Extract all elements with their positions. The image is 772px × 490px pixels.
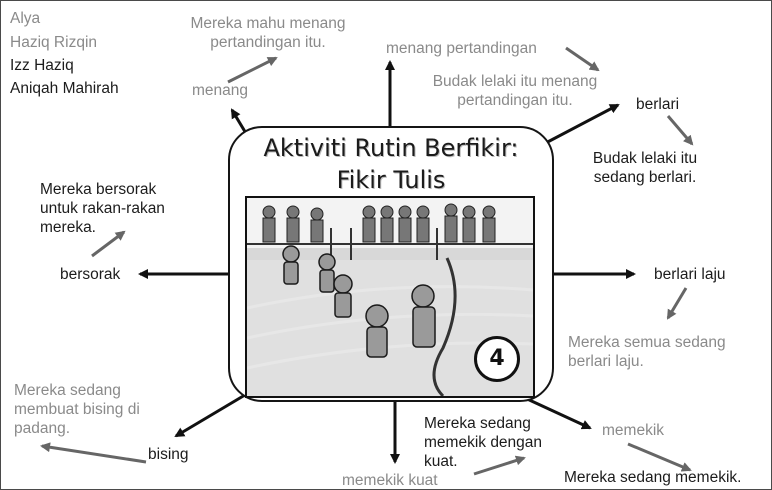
- card-title-line1: Aktiviti Rutin Berfikir:: [263, 134, 519, 162]
- arrow-laju-to-sentence: [666, 287, 688, 320]
- name-haziq-rizqin: Haziq Rizqin: [10, 34, 98, 51]
- arrow-berlari-to-sentence: [666, 115, 694, 146]
- name-alya: Alya: [10, 10, 41, 27]
- word-memekik-kuat: memekik kuat: [342, 472, 438, 489]
- arrow-pertandingan-to-sentence: [565, 46, 600, 72]
- sentence-bising: Mereka sedang membuat bising di padang.: [14, 382, 140, 437]
- word-menang: menang: [192, 82, 249, 99]
- arrow-to-bising: [174, 390, 251, 438]
- card-title-line2: Fikir Tulis: [336, 166, 446, 194]
- sentence-mahu-menang: Mereka mahu menang pertandingan itu.: [190, 15, 346, 51]
- arrow-bising-to-sentence: [40, 442, 147, 464]
- arrow-kuat-to-sentence: [473, 455, 526, 476]
- activity-number-badge: 4: [474, 336, 520, 382]
- name-izz-haziq: Izz Haziq: [10, 57, 74, 74]
- word-menang-pertandingan: menang pertandingan: [386, 40, 537, 57]
- sentence-memekik: Mereka sedang memekik.: [564, 469, 742, 486]
- arrow-bersorak-to-sentence: [91, 230, 126, 258]
- arrow-memekik-to-sentence: [627, 442, 692, 472]
- arrow-to-berlari: [539, 103, 620, 148]
- name-aniqah-mahirah: Aniqah Mahirah: [10, 80, 119, 97]
- word-memekik: memekik: [602, 422, 665, 439]
- word-berlari-laju: berlari laju: [654, 266, 726, 283]
- arrow-menang-to-sentence: [227, 56, 278, 84]
- sentence-berlari-laju: Mereka semua sedang berlari laju.: [568, 334, 726, 370]
- word-bersorak: bersorak: [60, 266, 121, 283]
- sentence-memekik-kuat: Mereka sedang memekik dengan kuat.: [424, 415, 543, 470]
- sentence-budak-berlari: Budak lelaki itu sedang berlari.: [592, 150, 698, 186]
- word-berlari: berlari: [636, 96, 680, 113]
- sentence-bersorak: Mereka bersorak untuk rakan-rakan mereka…: [40, 181, 165, 236]
- sentence-budak-menang: Budak lelaki itu menang pertandingan itu…: [432, 73, 598, 109]
- word-bising: bising: [148, 446, 189, 463]
- race-illustration: [245, 196, 535, 398]
